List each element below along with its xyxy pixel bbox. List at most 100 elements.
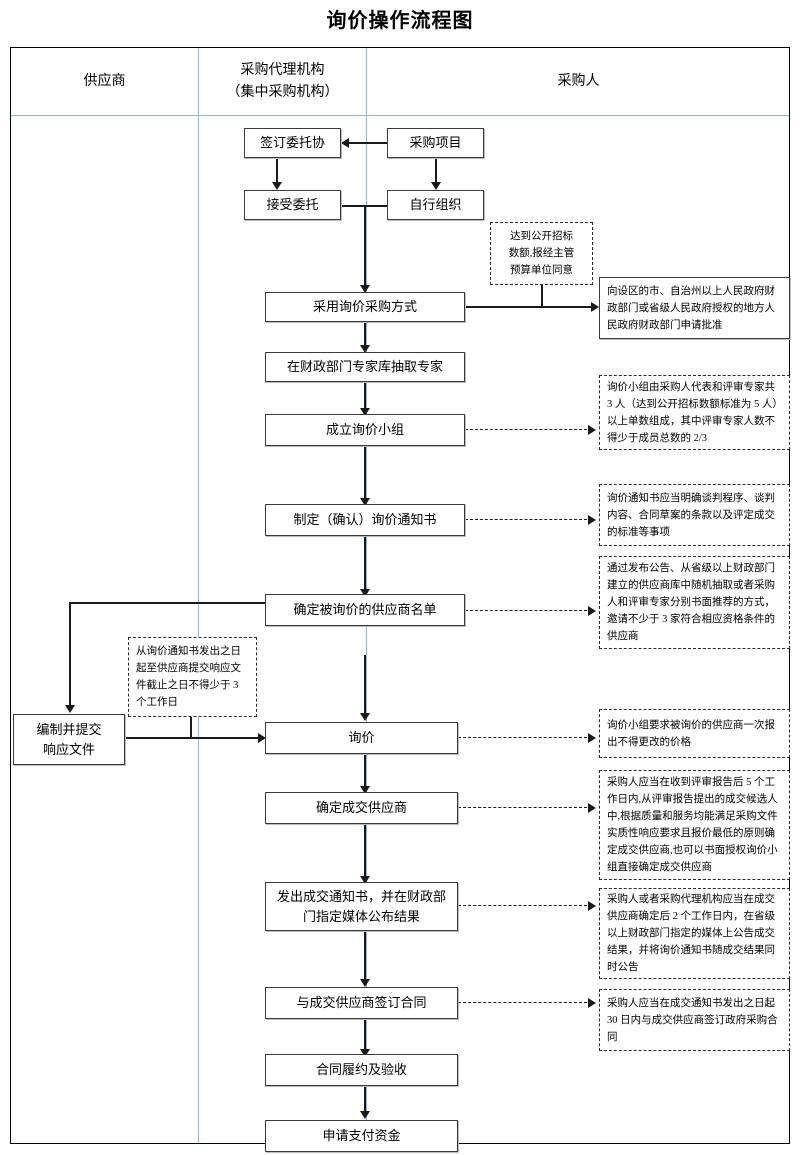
node-apply-payment-label: 申请支付资金	[322, 1128, 401, 1144]
node-draw-experts[interactable]: 在财政部门专家库抽取专家	[265, 352, 465, 382]
node-form-inquiry-group[interactable]: 成立询价小组	[265, 414, 465, 446]
connector-threshold-note-drop	[541, 285, 543, 307]
page-title: 询价操作流程图	[326, 10, 474, 32]
node-draw-experts-label: 在财政部门专家库抽取专家	[286, 359, 443, 375]
connector-winner-to-note	[458, 807, 587, 808]
connector-response-to-inquiry	[125, 737, 259, 739]
arrowhead-contract-to-perform	[360, 1049, 370, 1057]
node-apply-payment[interactable]: 申请支付资金	[265, 1120, 458, 1152]
connector-experts-to-group	[364, 381, 366, 411]
node-issue-award-notice-line2: 门指定媒体公布结果	[302, 908, 420, 924]
node-self-organize[interactable]: 自行组织	[387, 190, 484, 220]
connector-project-to-sign	[347, 142, 387, 144]
node-confirm-supplier-list[interactable]: 确定被询价的供应商名单	[265, 594, 465, 626]
connector-project-to-self	[435, 158, 437, 185]
connector-contract-to-note	[458, 1002, 587, 1003]
arrowhead-list-to-note	[588, 606, 596, 616]
node-sign-entrust[interactable]: 签订委托协	[244, 128, 341, 158]
note-one-time-quote: 询价小组要求被询价的供应商一次报出不得更改的价格	[599, 709, 790, 758]
node-contract-performance-label: 合同履约及验收	[315, 1062, 407, 1078]
arrowhead-group-to-notice	[360, 498, 370, 506]
arrowhead-list-to-inquiry	[360, 713, 370, 721]
node-adopt-inquiry-method-label: 采用询价采购方式	[312, 299, 417, 315]
arrowhead-contract-to-note	[588, 998, 596, 1008]
node-accept-entrust-label: 接受委托	[266, 197, 319, 213]
note-contract-deadline-text: 采购人应当在成交通知书发出之日起 30 日内与成交供应商签订政府采购合同	[607, 997, 778, 1043]
note-open-bid-threshold-line1: 达到公开招标	[510, 231, 573, 242]
node-issue-award-notice[interactable]: 发出成交通知书，并在财政部 门指定媒体公布结果	[265, 882, 458, 931]
connector-notice-to-note	[465, 519, 587, 520]
node-sign-contract[interactable]: 与成交供应商签订合同	[265, 987, 458, 1019]
lane-header-agency-label-line2: （集中采购机构）	[226, 85, 339, 100]
node-contract-performance[interactable]: 合同履约及验收	[265, 1054, 458, 1086]
connector-adopt-to-approval	[465, 306, 593, 308]
note-apply-approval: 向设区的市、自治州以上人民政府财政部门或省级人民政府授权的地方人民政府财政部门申…	[599, 277, 790, 339]
note-contract-deadline: 采购人应当在成交通知书发出之日起 30 日内与成交供应商签订政府采购合同	[599, 989, 790, 1051]
connector-list-to-supplier-h	[69, 602, 266, 604]
connector-deadline-note-drop	[190, 717, 192, 738]
connector-group-to-note	[465, 429, 587, 430]
node-issue-award-notice-line1: 发出成交通知书，并在财政部	[276, 889, 446, 904]
node-sign-entrust-label: 签订委托协	[259, 135, 325, 151]
note-supplier-selection-text: 通过发布公告、从省级以上财政部门建立的供应商库中随机抽取或者采购人和评审专家分别…	[607, 563, 775, 642]
connector-contract-to-perform	[364, 1019, 366, 1053]
connector-list-to-note	[465, 610, 587, 611]
note-apply-approval-text: 向设区的市、自治州以上人民政府财政部门或省级人民政府授权的地方人民政府财政部门申…	[607, 285, 775, 331]
node-inquiry[interactable]: 询价	[265, 722, 458, 754]
note-open-bid-threshold-line3: 预算单位同意	[510, 265, 573, 276]
note-open-bid-threshold: 达到公开招标 数额,报经主管 预算单位同意	[490, 222, 593, 285]
note-inquiry-notice-content-text: 询价通知书应当明确谈判程序、谈判内容、合同草案的条款以及评定成交的标准等事项	[607, 492, 775, 538]
connector-winner-to-issue	[364, 824, 366, 880]
node-confirm-winner-label: 确定成交供应商	[315, 800, 407, 816]
node-accept-entrust[interactable]: 接受委托	[244, 190, 341, 220]
note-supplier-selection: 通过发布公告、从省级以上财政部门建立的供应商库中随机抽取或者采购人和评审专家分别…	[599, 556, 790, 649]
note-one-time-quote-text: 询价小组要求被询价的供应商一次报出不得更改的价格	[607, 719, 775, 748]
arrowhead-project-to-sign	[341, 138, 349, 148]
node-procurement-project[interactable]: 采购项目	[387, 128, 484, 158]
node-prepare-response-file-line2: 响应文件	[42, 741, 95, 757]
note-inquiry-notice-content: 询价通知书应当明确谈判程序、谈判内容、合同草案的条款以及评定成交的标准等事项	[599, 484, 790, 546]
note-response-deadline-text: 从询价通知书发出之日起至供应商提交响应文件截止之日不得少于 3 个工作日	[136, 646, 241, 708]
node-form-inquiry-group-label: 成立询价小组	[325, 422, 404, 438]
lane-header-agency: 采购代理机构 （集中采购机构）	[199, 48, 366, 116]
note-winner-determination-text: 采购人应当在收到评审报告后 5 个工作日内,从评审报告提出的成交候选人中,根据质…	[607, 777, 778, 873]
lane-header-agency-label-line1: 采购代理机构	[240, 63, 325, 79]
node-self-organize-label: 自行组织	[409, 197, 462, 213]
arrowhead-list-to-supplier	[65, 705, 75, 713]
arrowhead-adopt-to-experts	[360, 345, 370, 353]
note-group-composition: 询价小组由采购人代表和评审专家共 3 人（达到公开招标数额标准为 5 人）以上单…	[599, 375, 790, 450]
node-confirm-winner[interactable]: 确定成交供应商	[265, 792, 458, 824]
arrowhead-perform-to-payment	[360, 1111, 370, 1119]
arrowhead-inquiry-to-note	[588, 733, 596, 743]
note-winner-determination: 采购人应当在收到评审报告后 5 个工作日内,从评审报告提出的成交候选人中,根据质…	[599, 770, 790, 880]
arrowhead-notice-to-list	[360, 589, 370, 597]
node-make-inquiry-notice-label: 制定（确认）询价通知书	[293, 512, 437, 528]
lane-header-supplier-label: 供应商	[83, 74, 126, 90]
lane-header-purchaser-label: 采购人	[557, 74, 600, 90]
arrowhead-project-to-self	[431, 182, 441, 190]
arrowhead-notice-to-note	[588, 515, 596, 525]
arrowhead-winner-to-note	[588, 803, 596, 813]
note-response-deadline: 从询价通知书发出之日起至供应商提交响应文件截止之日不得少于 3 个工作日	[128, 637, 257, 717]
node-sign-contract-label: 与成交供应商签订合同	[296, 995, 427, 1011]
node-make-inquiry-notice[interactable]: 制定（确认）询价通知书	[265, 504, 465, 536]
arrowhead-issue-to-contract	[360, 979, 370, 987]
connector-group-to-notice	[364, 446, 366, 502]
node-inquiry-label: 询价	[348, 730, 375, 746]
node-prepare-response-file[interactable]: 编制并提交 响应文件	[13, 714, 125, 765]
connector-sign-to-accept	[276, 158, 278, 185]
arrowhead-response-to-inquiry	[258, 733, 266, 743]
connector-notice-to-list	[364, 535, 366, 593]
note-open-bid-threshold-line2: 数额,报经主管	[508, 248, 575, 259]
header-separator	[11, 115, 789, 116]
arrowhead-adopt-to-approval	[591, 302, 599, 312]
arrowhead-issue-to-note	[588, 901, 596, 911]
lane-header-purchaser: 采购人	[367, 48, 790, 116]
node-adopt-inquiry-method[interactable]: 采用询价采购方式	[265, 292, 465, 322]
arrowhead-sign-to-accept	[272, 182, 282, 190]
node-confirm-supplier-list-label: 确定被询价的供应商名单	[293, 602, 437, 618]
arrowhead-group-to-note	[588, 425, 596, 435]
connector-adopt-to-experts	[364, 322, 366, 348]
arrowhead-experts-to-group	[360, 408, 370, 416]
connector-issue-to-note	[458, 905, 587, 906]
